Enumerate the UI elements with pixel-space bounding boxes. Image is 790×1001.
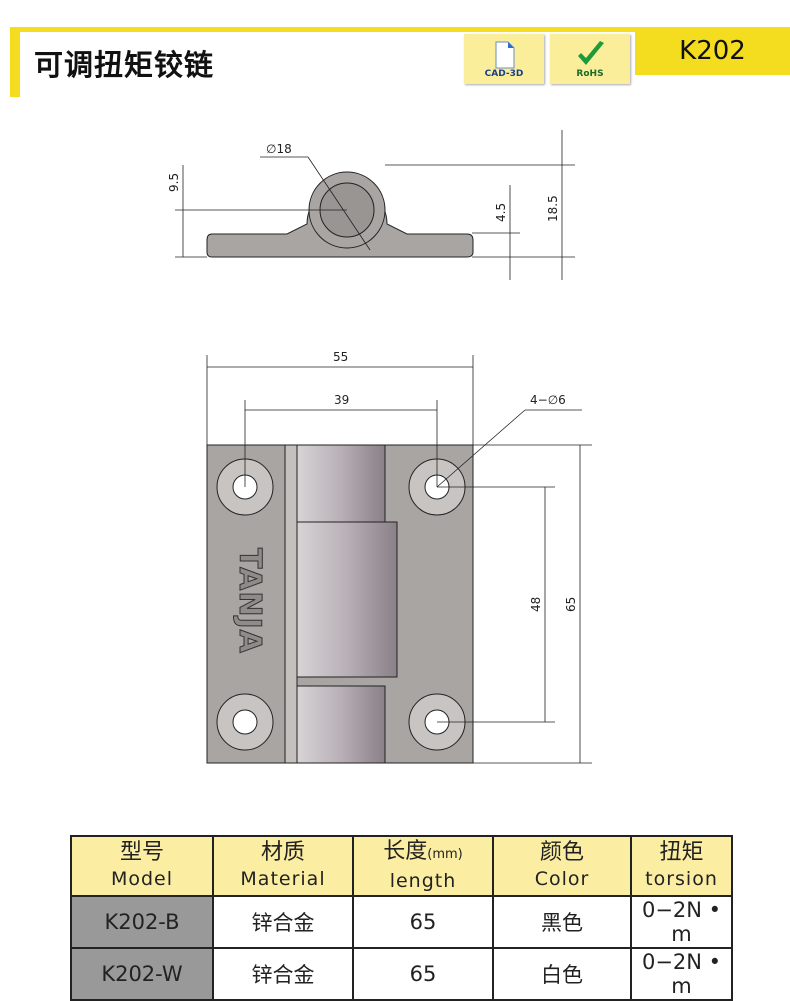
cell-length: 65	[352, 895, 494, 949]
cell-model: K202-W	[70, 947, 214, 1001]
header-torsion-en: torsion	[645, 868, 718, 890]
badge-label: RoHS	[576, 69, 604, 79]
header-length-en: length	[389, 869, 457, 892]
cell-material: 锌合金	[212, 895, 354, 949]
technical-drawing: ∅18 9.5 4.5 18.5 TANJA 55 39 4−∅6 48 65	[167, 130, 592, 764]
header-model-cn: 型号	[119, 840, 164, 865]
cell-torsion: 0−2N • m	[630, 895, 733, 949]
header-material-cn: 材质	[260, 840, 305, 865]
header-model-en: Model	[110, 868, 174, 890]
brand-logo: TANJA	[232, 548, 267, 654]
cell-color: 黑色	[492, 895, 632, 949]
page-title: 可调扭矩铰链	[34, 48, 215, 82]
dim-65: 65	[564, 597, 578, 612]
header-color-cn: 颜色	[539, 840, 584, 865]
header-color-en: Color	[534, 868, 590, 890]
cell-torsion: 0−2N • m	[630, 947, 733, 1001]
header-accent-bar	[10, 27, 20, 97]
header-accent-line	[10, 27, 790, 32]
checkmark-icon	[578, 41, 604, 65]
cell-color: 白色	[492, 947, 632, 1001]
header-torsion-cn: 扭矩	[659, 840, 704, 865]
rohs-badge[interactable]: RoHS	[550, 34, 630, 84]
dim-9-5: 9.5	[167, 173, 181, 192]
badge-label: CAD-3D	[484, 69, 524, 79]
dim-18-5: 18.5	[546, 195, 560, 222]
cell-length: 65	[352, 947, 494, 1001]
dim-55: 55	[333, 350, 348, 364]
model-number: K202	[635, 27, 790, 75]
cad-3d-badge[interactable]: CAD-3D	[464, 34, 544, 84]
header-material-en: Material	[240, 868, 326, 890]
header-length-cn: 长度	[383, 838, 428, 864]
dim-hole-diameter: 4−∅6	[530, 393, 566, 407]
table-row: K202-B 锌合金 65 黑色 0−2N • m	[70, 895, 733, 949]
dim-4-5: 4.5	[494, 203, 508, 222]
dim-48: 48	[529, 597, 543, 612]
front-view: TANJA 55 39 4−∅6 48 65	[206, 350, 592, 764]
dim-diameter: ∅18	[266, 142, 292, 156]
cell-material: 锌合金	[212, 947, 354, 1001]
side-view: ∅18 9.5 4.5 18.5	[167, 130, 575, 280]
header-length-unit: (mm)	[427, 846, 463, 862]
cell-model: K202-B	[70, 895, 214, 949]
dim-39: 39	[334, 393, 349, 407]
document-icon	[495, 41, 515, 69]
table-row: K202-W 锌合金 65 白色 0−2N • m	[70, 947, 733, 1001]
